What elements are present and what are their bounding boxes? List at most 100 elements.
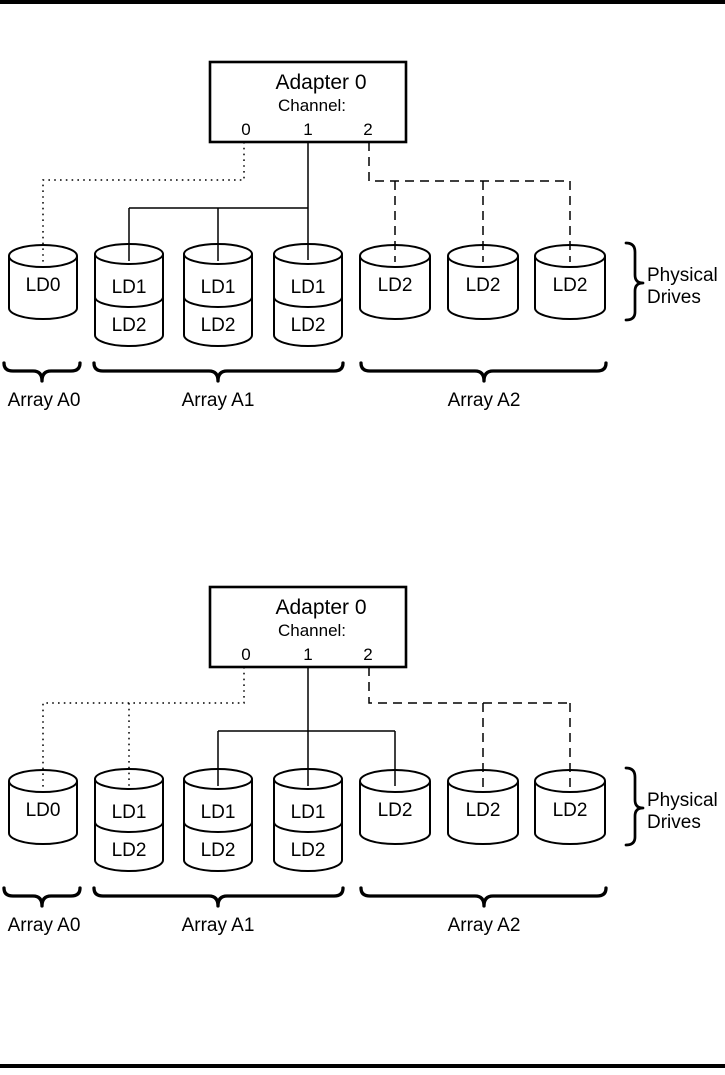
caption-line2: Drives — [647, 812, 701, 833]
adapter-title: Adapter 0 — [275, 71, 366, 94]
array-brace — [359, 886, 608, 908]
drive-label: LD1 — [201, 277, 236, 298]
drive-label: LD0 — [26, 275, 61, 296]
drive-label: LD1 — [291, 802, 326, 823]
adapter-title: Adapter 0 — [275, 596, 366, 619]
array-a0: Array A0 — [2, 886, 82, 936]
cylinder-divider — [183, 296, 253, 308]
drive-label: LD2 — [378, 800, 413, 821]
array-brace — [359, 361, 608, 383]
drive-label: LD1 — [201, 802, 236, 823]
figure-1: Adapter 0 Channel: 0 1 2 LD0 LD1 LD2 LD1… — [2, 60, 718, 411]
array-label: Array A2 — [448, 390, 521, 411]
dotted-connection-line — [42, 142, 245, 263]
cylinder-top — [8, 244, 78, 268]
channel-0-wire — [42, 142, 245, 263]
cylinder-divider — [273, 296, 343, 308]
drive-label: LD2 — [553, 800, 588, 821]
drive-ld2-b: LD2 — [447, 244, 519, 320]
drive-label: LD1 — [291, 277, 326, 298]
drive-label: LD1 — [112, 277, 147, 298]
drive-stack-3: LD1 LD2 — [273, 768, 343, 872]
physical-drives-callout: Physical Drives — [624, 241, 718, 322]
bottom-page-rule — [0, 1064, 725, 1068]
drive-stack-2: LD1 LD2 — [183, 243, 253, 347]
drive-stack-3: LD1 LD2 — [273, 243, 343, 347]
array-a2: Array A2 — [359, 886, 608, 936]
channel-2-wire — [368, 667, 571, 787]
drive-label: LD2 — [291, 840, 326, 861]
cylinder-body — [94, 779, 164, 872]
adapter-box: Adapter 0 Channel: 0 1 2 — [208, 585, 408, 669]
drive-label: LD2 — [291, 315, 326, 336]
cylinder-body — [94, 254, 164, 347]
array-brace — [92, 361, 345, 383]
array-brace — [2, 361, 82, 383]
channel-1-wire — [217, 667, 396, 786]
array-a2: Array A2 — [359, 361, 608, 411]
cylinder-divider — [273, 821, 343, 833]
cylinder-top — [8, 769, 78, 793]
dotted-connection-line — [42, 667, 245, 788]
drive-label: LD2 — [466, 800, 501, 821]
physical-drives-brace — [624, 241, 645, 322]
array-label: Array A1 — [182, 915, 255, 936]
cylinder-body — [183, 254, 253, 347]
cylinder-divider — [183, 821, 253, 833]
channel-2-label: 2 — [363, 645, 372, 664]
drive-stack-1: LD1 LD2 — [94, 243, 164, 347]
physical-drives-callout: Physical Drives — [624, 766, 718, 847]
drive-ld2-c: LD2 — [534, 769, 606, 845]
caption-line2: Drives — [647, 287, 701, 308]
channel-1-wire — [128, 142, 309, 261]
cylinder-body — [359, 781, 431, 845]
cylinder-body — [273, 254, 343, 347]
cylinder-body — [534, 781, 606, 845]
channel-2-label: 2 — [363, 120, 372, 139]
drive-stack-1: LD1 LD2 — [94, 768, 164, 872]
dashed-connection-line — [368, 142, 570, 182]
cylinder-body — [447, 256, 519, 320]
cylinder-body — [8, 781, 78, 845]
dashed-connection-line — [368, 667, 570, 704]
drive-ld0: LD0 — [8, 244, 78, 320]
channel-2-wire — [368, 142, 571, 262]
cylinder-body — [183, 779, 253, 872]
cylinder-body — [273, 779, 343, 872]
adapter-box-frame — [208, 60, 408, 144]
drive-label: LD2 — [553, 275, 588, 296]
array-a1: Array A1 — [92, 361, 345, 411]
cylinder-divider — [94, 296, 164, 308]
drive-ld2-a: LD2 — [359, 244, 431, 320]
cylinder-body — [359, 256, 431, 320]
channel-1-label: 1 — [303, 645, 312, 664]
drive-label: LD2 — [112, 840, 147, 861]
drive-ld2-b: LD2 — [447, 769, 519, 845]
channel-0-wire — [42, 667, 245, 788]
array-label: Array A2 — [448, 915, 521, 936]
figure-2: Adapter 0 Channel: 0 1 2 LD0 LD1 LD2 LD1… — [2, 585, 718, 936]
drive-label: LD2 — [201, 840, 236, 861]
drive-ld0: LD0 — [8, 769, 78, 845]
array-a1: Array A1 — [92, 886, 345, 936]
caption-line1: Physical — [647, 790, 718, 811]
caption-line1: Physical — [647, 265, 718, 286]
channel-1-label: 1 — [303, 120, 312, 139]
cylinder-body — [534, 256, 606, 320]
channel-label: Channel: — [278, 96, 346, 115]
channel-label: Channel: — [278, 621, 346, 640]
cylinder-body — [447, 781, 519, 845]
channel-0-label: 0 — [241, 645, 250, 664]
top-page-rule — [0, 0, 725, 4]
drive-label: LD1 — [112, 802, 147, 823]
array-label: Array A0 — [8, 390, 81, 411]
physical-drives-brace — [624, 766, 645, 847]
drive-label: LD2 — [201, 315, 236, 336]
array-label: Array A0 — [8, 915, 81, 936]
drive-label: LD2 — [378, 275, 413, 296]
array-label: Array A1 — [182, 390, 255, 411]
drive-label: LD2 — [466, 275, 501, 296]
array-brace — [92, 886, 345, 908]
